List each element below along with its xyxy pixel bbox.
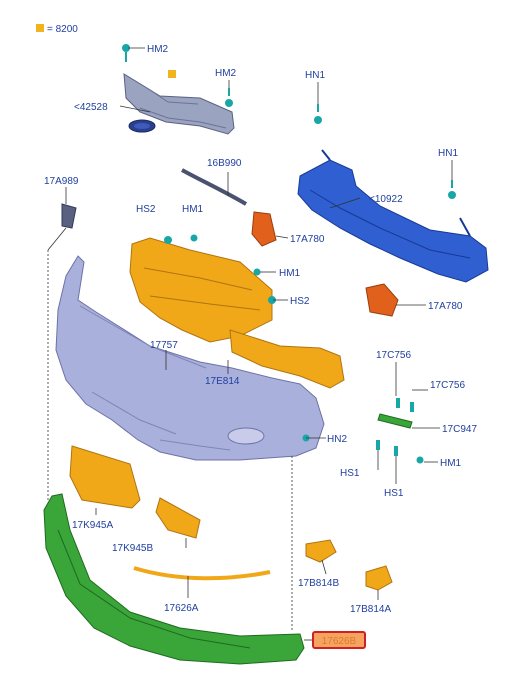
fastener-hm1-a[interactable]	[190, 234, 198, 242]
fastener-hs2-b[interactable]	[268, 296, 276, 304]
label-17e814[interactable]: 17E814	[205, 376, 240, 387]
label-hm1-c[interactable]: HM1	[440, 458, 462, 469]
part-labels: HM2 HM2 <42528 HN1 HN1 17A989 16B990 HS2…	[44, 44, 477, 615]
fastener-hs1-b[interactable]	[394, 446, 398, 456]
grille-8200-marker	[168, 70, 176, 78]
bracket-17c947[interactable]	[377, 413, 413, 429]
lower-deflector-17626b[interactable]	[43, 493, 305, 665]
fog-bezel-17b814a[interactable]	[365, 565, 393, 591]
label-hm1-a[interactable]: HM1	[182, 204, 204, 215]
emblem-part[interactable]	[128, 119, 156, 133]
fastener-hs2-a[interactable]	[164, 236, 172, 244]
label-hs2-a[interactable]: HS2	[136, 204, 156, 215]
fastener-hm1-b[interactable]	[253, 268, 261, 276]
trim-strip-16b990[interactable]	[181, 168, 248, 206]
label-16b990[interactable]: 16B990	[207, 158, 242, 169]
highlighted-part-17626b[interactable]: 17626B	[312, 631, 366, 649]
label-17a780-a[interactable]: 17A780	[290, 234, 325, 245]
side-bracket-17a989[interactable]	[61, 203, 77, 229]
legend-swatch	[36, 24, 44, 32]
label-17757[interactable]: 17757	[150, 340, 178, 351]
trim-strip-17626a[interactable]	[133, 566, 271, 581]
label-17c756-a[interactable]: 17C756	[376, 350, 411, 361]
label-hs1-a[interactable]: HS1	[340, 468, 360, 479]
label-17a780-b[interactable]: 17A780	[428, 301, 463, 312]
label-17c756-b[interactable]: 17C756	[430, 380, 465, 391]
label-hn1-a[interactable]: HN1	[305, 70, 325, 81]
label-17k945a[interactable]: 17K945A	[72, 520, 113, 531]
bracket-17a780-b[interactable]	[365, 283, 399, 317]
fastener-hn1-a[interactable]	[314, 104, 322, 124]
label-hm2-a[interactable]: HM2	[147, 44, 169, 55]
label-hn1-b[interactable]: HN1	[438, 148, 458, 159]
label-hm1-b[interactable]: HM1	[279, 268, 301, 279]
bracket-17a780-a[interactable]	[251, 211, 277, 247]
fastener-hm1-c[interactable]	[416, 456, 424, 464]
label-17b814b[interactable]: 17B814B	[298, 578, 339, 589]
label-17k945b[interactable]: 17K945B	[112, 543, 153, 554]
fastener-hm2-b[interactable]	[225, 88, 233, 107]
fog-bezel-17b814b[interactable]	[305, 539, 337, 563]
legend-label: = 8200	[47, 24, 78, 35]
bumper-reinforcement[interactable]	[297, 149, 489, 283]
leader-lines	[47, 47, 453, 641]
label-hs1-b[interactable]: HS1	[384, 488, 404, 499]
upper-grille[interactable]	[123, 73, 235, 135]
fastener-hn1-b[interactable]	[448, 180, 456, 199]
label-17626b[interactable]: 17626B	[322, 636, 357, 647]
energy-absorber-17e814[interactable]	[229, 329, 345, 389]
fastener-hm2-a[interactable]	[122, 44, 130, 62]
label-10922[interactable]: <10922	[369, 194, 403, 205]
lower-grille-17k945b[interactable]	[155, 497, 201, 539]
label-17a989[interactable]: 17A989	[44, 176, 79, 187]
label-17b814a[interactable]: 17B814A	[350, 604, 391, 615]
label-emblem[interactable]: <42528	[74, 102, 108, 113]
label-hn2[interactable]: HN2	[327, 434, 347, 445]
label-hs2-b[interactable]: HS2	[290, 296, 310, 307]
fastener-17c756-a[interactable]	[396, 398, 400, 408]
fastener-hs1-a[interactable]	[376, 440, 380, 450]
energy-absorber-17757[interactable]	[129, 237, 273, 343]
label-hm2-b[interactable]: HM2	[215, 68, 237, 79]
fastener-17c756-b[interactable]	[410, 402, 414, 412]
label-17626a[interactable]: 17626A	[164, 603, 199, 614]
lower-grille-17k945a[interactable]	[69, 445, 141, 509]
front-bumper-cover[interactable]	[55, 255, 325, 461]
label-17c947[interactable]: 17C947	[442, 424, 477, 435]
